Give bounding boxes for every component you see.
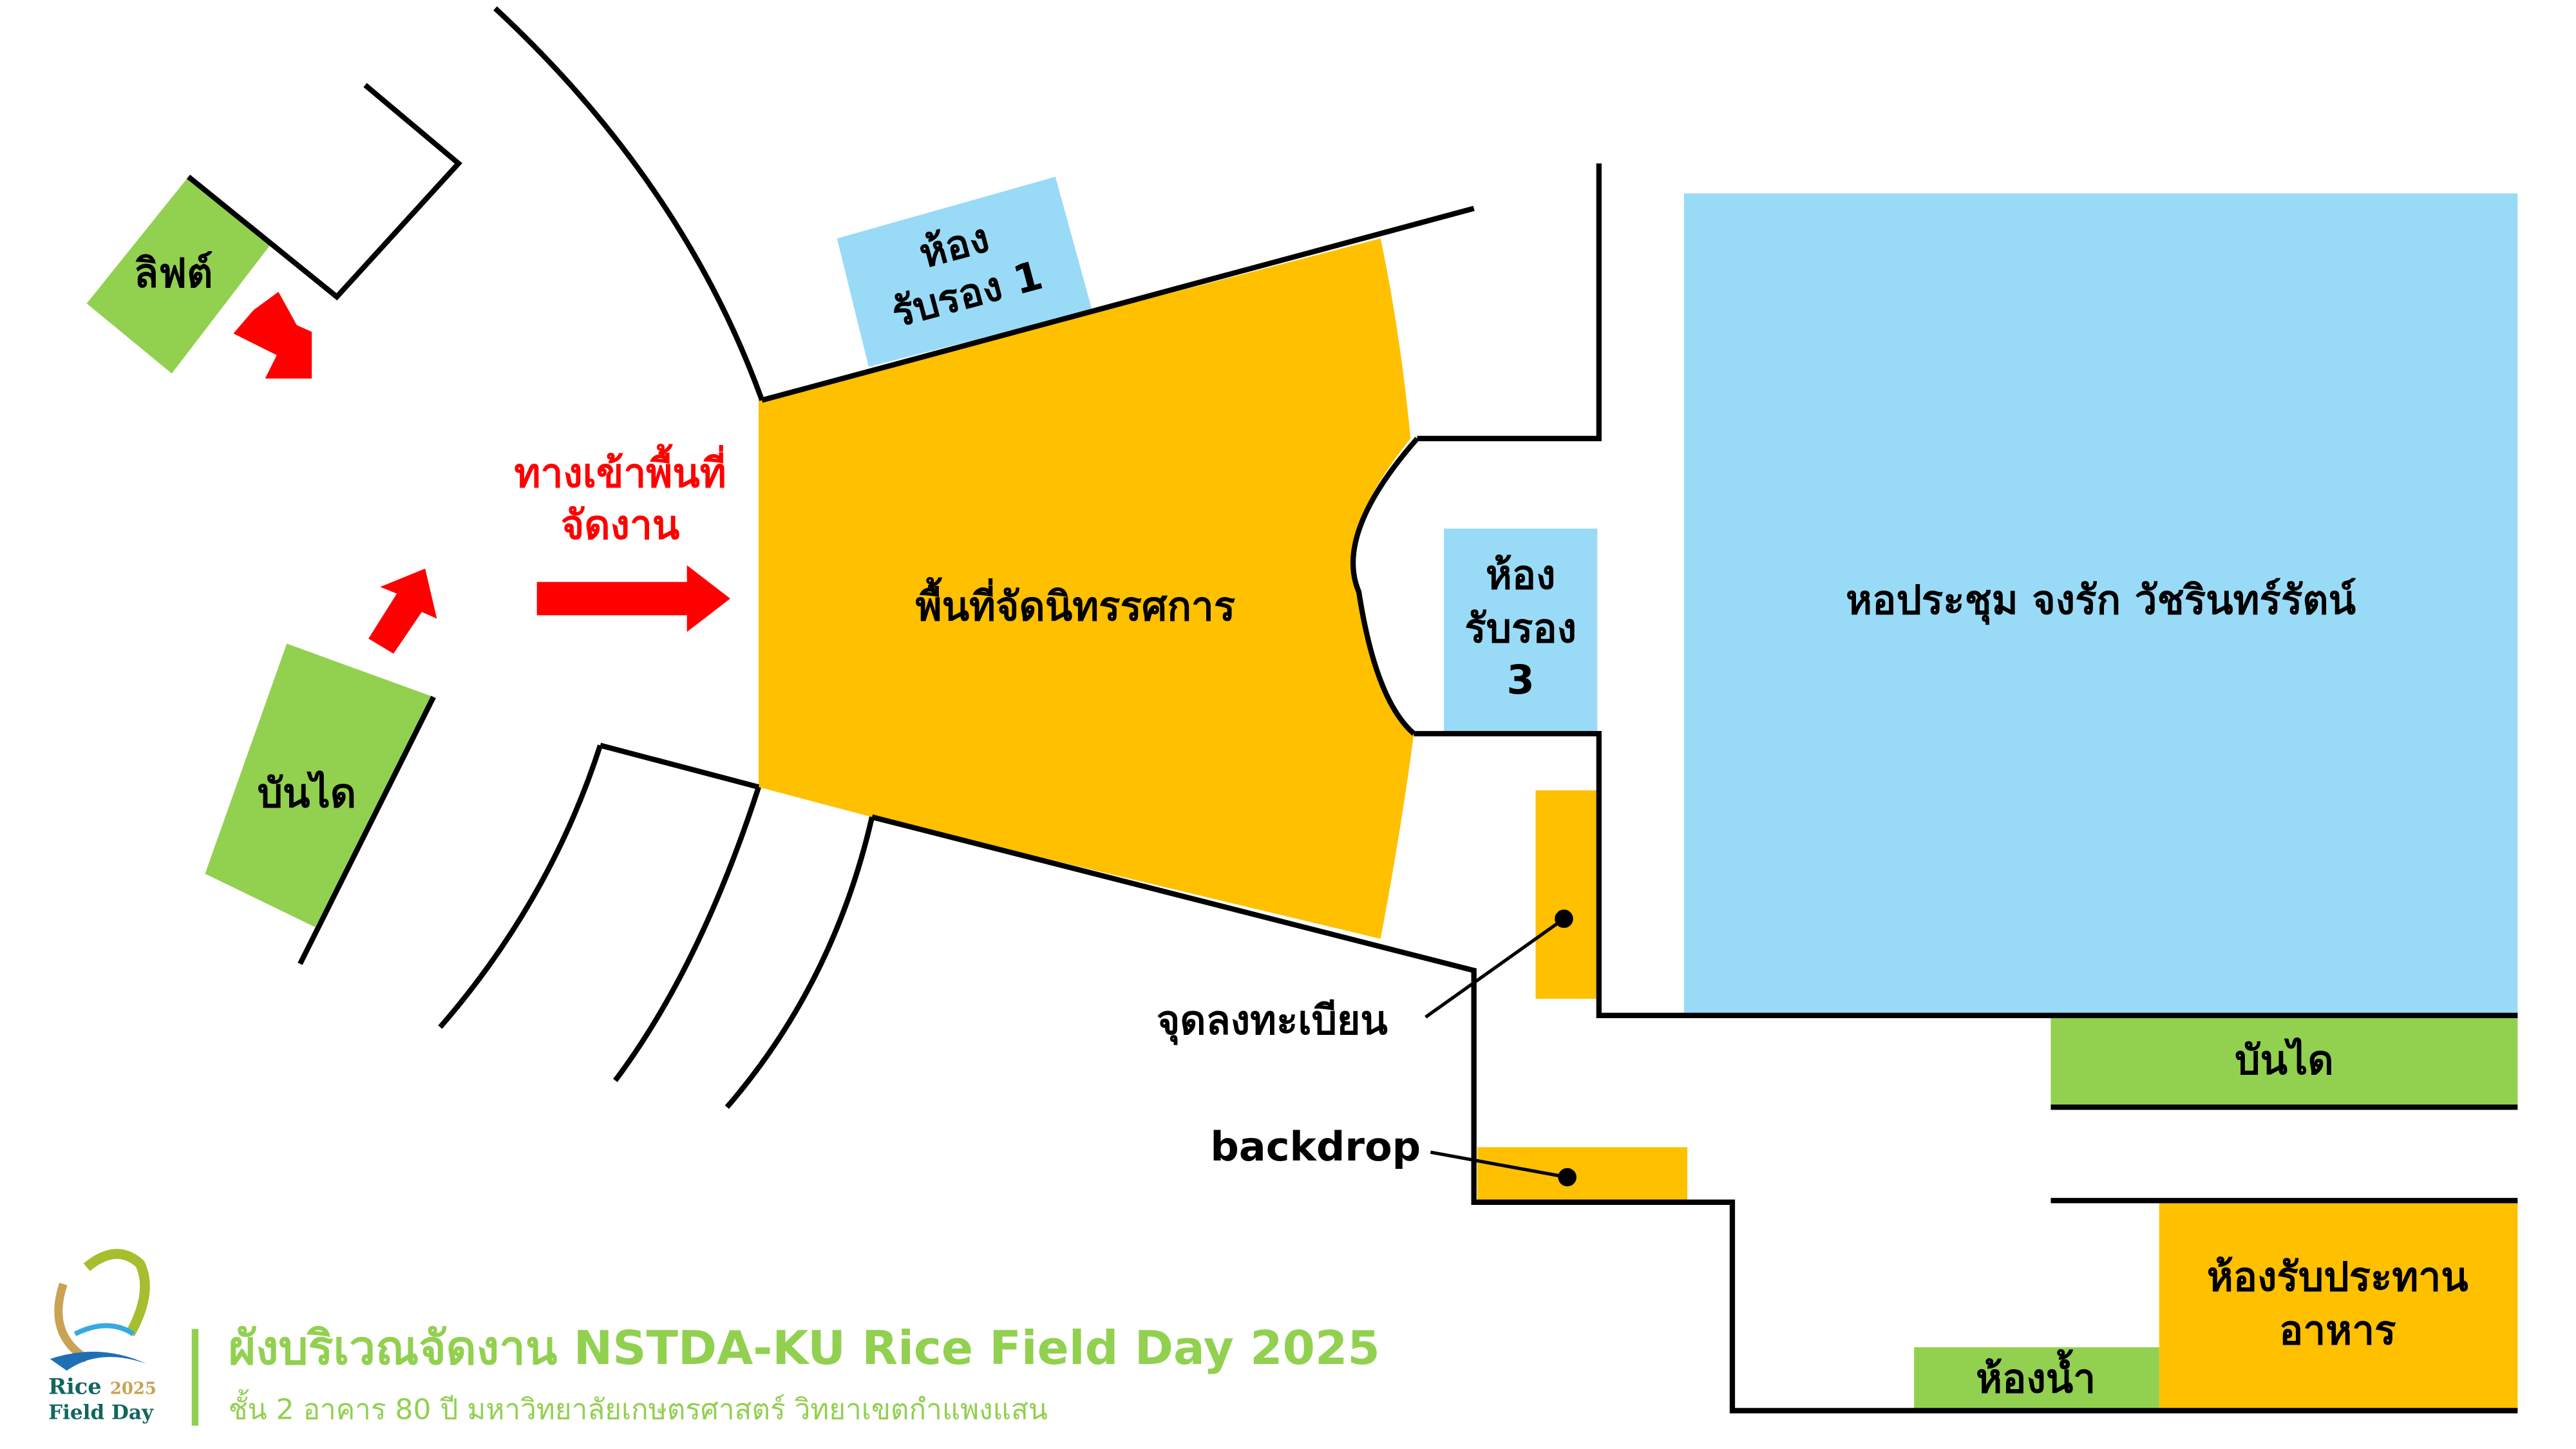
exhibition-area[interactable] [758,238,1414,939]
wall-lift [186,82,462,301]
reception-room-3[interactable] [1444,528,1598,734]
arrow-from-stairs-icon [368,568,437,654]
wall-curve-top [493,6,765,401]
lift[interactable] [86,176,270,374]
event-logo: Rice 2025 Field Day [48,1249,156,1424]
stairs-left-label: บันได [258,770,356,817]
page-title: ผังบริเวณจัดงาน NSTDA-KU Rice Field Day … [229,1321,1380,1376]
registration-booth[interactable] [1535,790,1598,999]
registration-pin [1555,909,1573,928]
restroom[interactable] [1914,1347,2159,1411]
stairs-right-label: บันได [2235,1036,2333,1083]
reception-3-line2: รับรอง [1464,605,1577,652]
exhibition-label: พื้นที่จัดนิทรรศการ [916,577,1236,630]
stairs-left[interactable] [205,643,434,927]
logo-rice-icon [54,1282,90,1363]
arrow-from-lift-icon [233,292,312,379]
backdrop-area[interactable] [1477,1147,1688,1201]
restroom-label: ห้องน้ำ [1976,1349,2096,1402]
auditorium-label: หอประชุม จงรัก วัชรินทร์รัตน์ [1846,576,2356,625]
reception-room-1[interactable] [837,176,1092,367]
reception-3-line3: 3 [1507,656,1535,703]
logo-year-text: 2025 [110,1379,156,1399]
backdrop-pin [1558,1168,1577,1187]
wall-curve-bottom-2 [613,786,761,1083]
wall-curve-bottom-3 [724,816,875,1109]
wall-exhibition-top [761,205,1475,403]
wall-exhibition-bottom [599,743,760,790]
wall-curve-bottom-1 [438,744,603,1029]
entrance-label-line1: ทางเข้าพื้นที่ [515,444,726,497]
entrance-label-line2: จัดงาน [561,501,679,548]
wall-stairs-left [298,696,436,965]
backdrop-label: backdrop [1210,1123,1421,1170]
stairs-right[interactable] [2050,1017,2518,1106]
title-divider [191,1329,199,1426]
wall-auditorium-west [1414,731,2518,1018]
logo-ring-icon [83,1249,150,1337]
dining-line2: อาหาร [2279,1307,2396,1354]
wall-exhibition-south [871,814,2518,1414]
wall-north-corridor [1417,163,1602,442]
walls [186,6,2518,1414]
logo-field-day-text: Field Day [48,1401,154,1424]
logo-rice-text: Rice [48,1374,102,1399]
wall-curve-recess [1350,437,1419,736]
registration-label: จุดลงทะเบียน [1157,996,1388,1045]
reception-3-line1: ห้อง [1486,551,1556,598]
logo-wave2-icon [73,1323,135,1336]
page-subtitle: ชั้น 2 อาคาร 80 ปี มหาวิทยาลัยเกษตรศาสตร… [229,1388,1048,1426]
lift-label: ลิฟต์ [134,249,213,296]
callouts [1425,909,1577,1187]
entrance-arrow-icon [536,565,730,632]
dining-room[interactable] [2159,1202,2518,1411]
logo-wave-icon [50,1351,147,1371]
dining-line1: ห้องรับประทาน [2207,1253,2468,1300]
auditorium[interactable] [1683,193,2518,1014]
